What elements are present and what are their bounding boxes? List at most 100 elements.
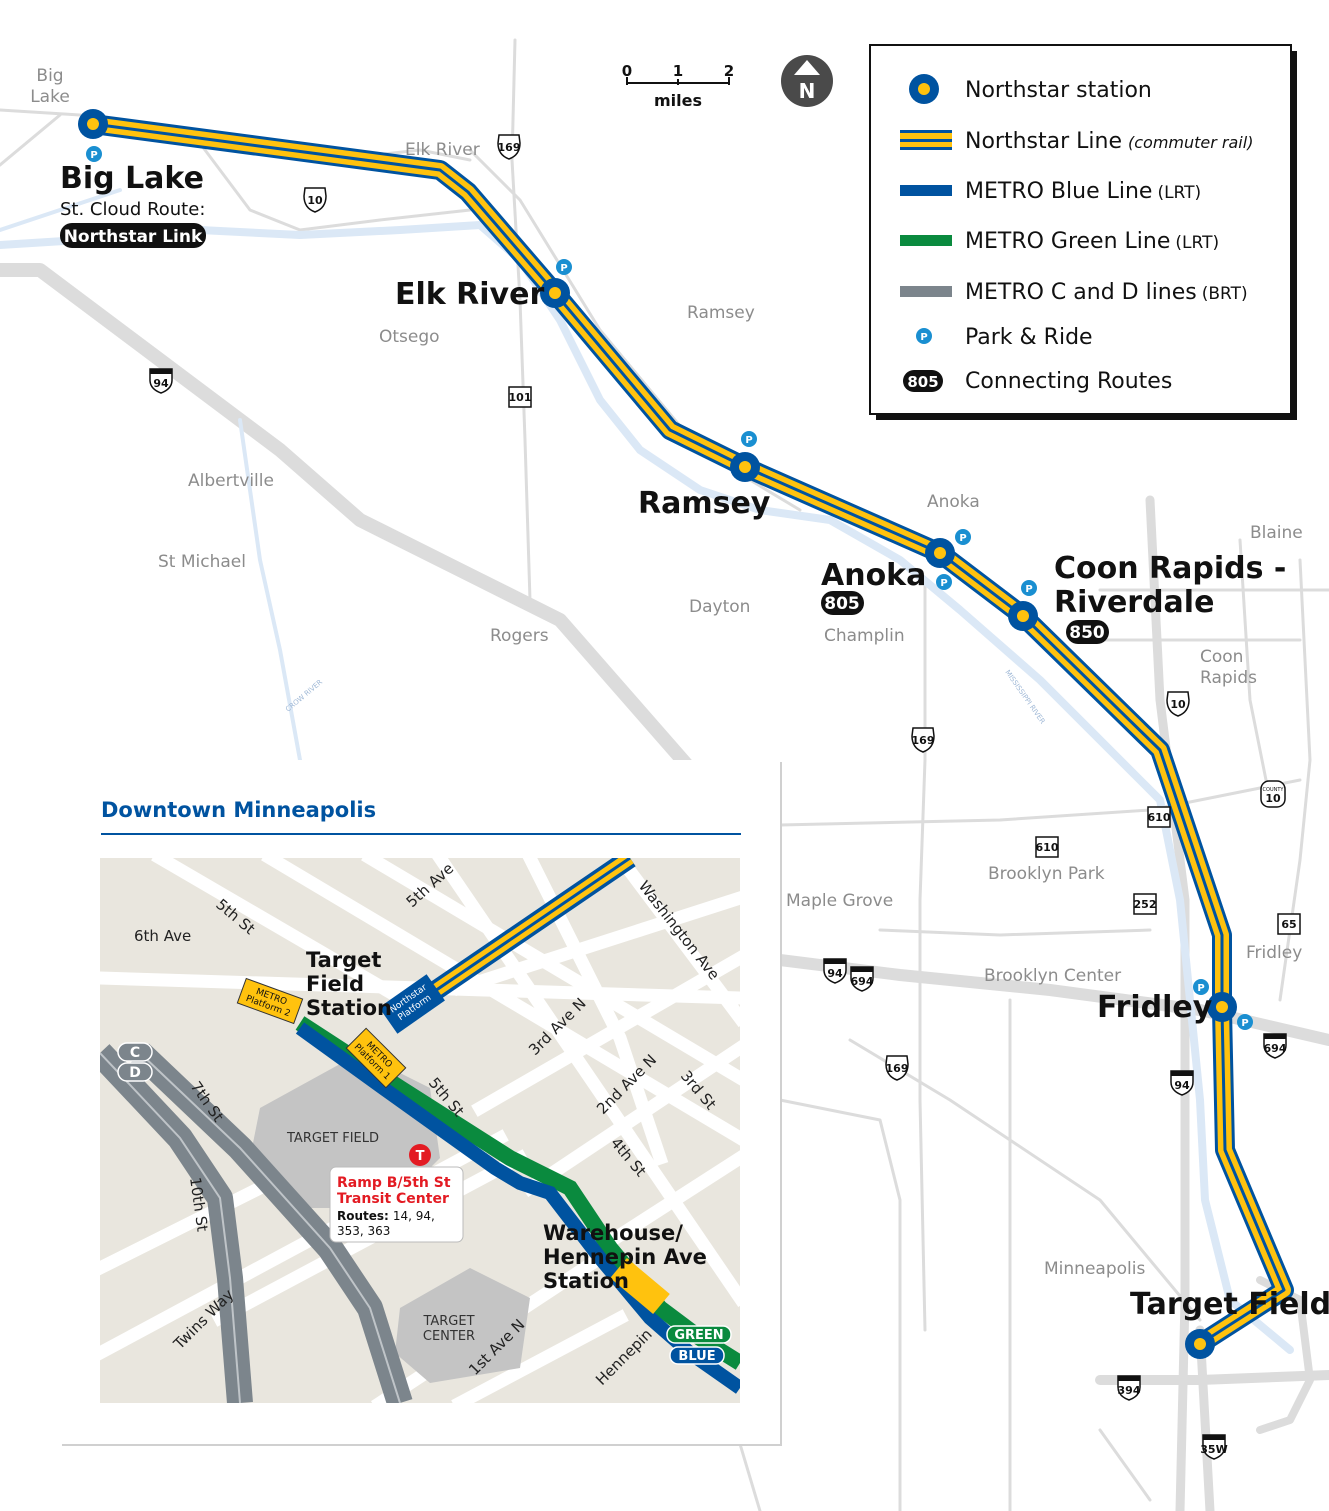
station-ramsey-marker[interactable] xyxy=(730,452,760,482)
legend-cd-icon xyxy=(900,286,952,297)
legend-green-icon xyxy=(900,235,952,246)
park-ride-icon: P xyxy=(1237,1014,1253,1030)
svg-text:35W: 35W xyxy=(1200,1443,1227,1456)
station-fridley-label: Fridley xyxy=(1097,990,1213,1025)
downtown-inset: Downtown Minneapolis xyxy=(60,760,782,1446)
inset-metro-platform-2[interactable]: METRO Platform 2 xyxy=(236,977,304,1025)
shield-county10: COUNTY 10 xyxy=(1260,780,1286,808)
legend-routes-label: Connecting Routes xyxy=(965,369,1172,394)
svg-text:65: 65 xyxy=(1281,918,1296,931)
park-ride-icon: P xyxy=(1021,580,1037,596)
shield-i94b: 94 xyxy=(823,958,847,984)
inset-warehouse-label-3: Station xyxy=(543,1269,629,1293)
station-target-field-marker[interactable] xyxy=(1185,1329,1215,1359)
svg-text:2: 2 xyxy=(724,62,734,80)
park-ride-markers: P P P P P P P P xyxy=(86,146,1253,1030)
legend-park-ride-label: Park & Ride xyxy=(965,325,1093,350)
svg-text:394: 394 xyxy=(1118,1384,1141,1397)
station-coon-rapids-marker[interactable] xyxy=(1008,601,1038,631)
shield-i394: 394 xyxy=(1117,1375,1141,1401)
town-elk-river: Elk River xyxy=(405,140,480,160)
station-big-lake-label: Big Lake xyxy=(60,161,204,196)
town-anoka: Anoka xyxy=(927,492,980,512)
inset-target-center-label-1: TARGET xyxy=(422,1314,474,1329)
inset-warehouse-label-1: Warehouse/ xyxy=(543,1221,683,1245)
svg-text:P: P xyxy=(560,263,567,274)
svg-text:94: 94 xyxy=(1174,1079,1190,1092)
park-ride-icon: P xyxy=(955,529,971,545)
svg-text:Northstar Link: Northstar Link xyxy=(64,227,203,247)
svg-text:610: 610 xyxy=(1148,811,1171,824)
inset-green-badge[interactable]: GREEN xyxy=(666,1325,732,1344)
svg-text:610: 610 xyxy=(1036,841,1059,854)
shield-us10: 10 xyxy=(303,187,327,213)
shield-us169b: 169 xyxy=(911,727,935,753)
route-badge-805[interactable]: 805 xyxy=(821,591,864,615)
svg-text:P: P xyxy=(920,332,927,343)
town-coon-rapids-1: Coon xyxy=(1200,647,1243,667)
station-markers xyxy=(78,109,1237,1359)
svg-text:169: 169 xyxy=(912,734,935,747)
inset-transit-icon: T xyxy=(409,1144,431,1166)
svg-text:C: C xyxy=(130,1045,140,1061)
inset-routes-line-2: 353, 363 xyxy=(337,1224,390,1238)
legend-northstar-icon xyxy=(900,130,952,150)
town-champlin: Champlin xyxy=(824,626,905,646)
town-labels: Big Lake Elk River Otsego Ramsey Albertv… xyxy=(30,66,1303,1279)
shield-hwy610b: 610 xyxy=(1035,836,1059,858)
svg-text:P: P xyxy=(1025,584,1032,595)
inset-brt-c-badge[interactable]: C xyxy=(117,1042,153,1062)
svg-text:P: P xyxy=(959,533,966,544)
station-target-field-label: Target Field xyxy=(1130,1287,1329,1322)
route-badge-850[interactable]: 850 xyxy=(1066,620,1109,644)
station-fridley-marker[interactable] xyxy=(1207,992,1237,1022)
northstar-link-badge[interactable]: Northstar Link xyxy=(60,223,206,248)
inset-target-field-label: TARGET FIELD xyxy=(286,1131,379,1146)
svg-text:10: 10 xyxy=(1265,792,1281,805)
svg-text:COUNTY: COUNTY xyxy=(1263,787,1285,793)
inset-warehouse-platform[interactable] xyxy=(610,1258,670,1314)
svg-text:GREEN: GREEN xyxy=(674,1328,723,1343)
svg-text:P: P xyxy=(90,150,97,161)
park-ride-icon: P xyxy=(86,146,102,162)
station-elk-river-marker[interactable] xyxy=(540,278,570,308)
svg-text:694: 694 xyxy=(1264,1042,1287,1055)
inset-brt-d-badge[interactable]: D xyxy=(117,1062,153,1082)
svg-text:101: 101 xyxy=(509,391,532,404)
inset-title: Downtown Minneapolis xyxy=(101,798,376,822)
inset-street-6th-ave: 6th Ave xyxy=(134,927,191,945)
town-big-lake-2: Lake xyxy=(30,87,70,107)
inset-blue-badge[interactable]: BLUE xyxy=(669,1346,725,1365)
station-coon-rapids-label-1: Coon Rapids - xyxy=(1054,551,1286,586)
svg-text:P: P xyxy=(1197,983,1204,994)
shield-i94: 94 xyxy=(149,368,173,394)
north-arrow-icon: N xyxy=(781,55,833,107)
town-maple-grove: Maple Grove xyxy=(786,891,893,911)
town-dayton: Dayton xyxy=(689,597,750,617)
shield-hwy101: 101 xyxy=(508,386,532,408)
legend-route-badge: 805 xyxy=(903,370,943,392)
legend-cd-label: METRO C and D lines(BRT) xyxy=(965,280,1248,305)
station-anoka-marker[interactable] xyxy=(925,538,955,568)
station-ramsey-label: Ramsey xyxy=(638,486,771,521)
svg-text:P: P xyxy=(940,578,947,589)
station-elk-river-label: Elk River xyxy=(395,277,544,312)
inset-routes-line-1: Routes:14, 94, xyxy=(337,1209,435,1223)
shield-i694b: 694 xyxy=(1263,1033,1287,1059)
town-minneapolis: Minneapolis xyxy=(1044,1259,1145,1279)
station-big-lake-marker[interactable] xyxy=(78,109,108,139)
shield-us10b: 10 xyxy=(1166,691,1190,717)
shield-i694: 694 xyxy=(850,966,874,992)
inset-tfs-label-1: Target xyxy=(306,948,381,972)
svg-text:P: P xyxy=(1241,1018,1248,1029)
svg-text:T: T xyxy=(416,1149,425,1164)
inset-tfs-label-3: Station xyxy=(306,996,392,1020)
svg-text:805: 805 xyxy=(824,594,860,614)
highway-shields: 169 10 94 101 10 COUNTY 10 169 610 610 2… xyxy=(149,134,1301,1460)
park-ride-icon: P xyxy=(936,574,952,590)
legend-green-label: METRO Green Line(LRT) xyxy=(965,229,1219,254)
legend-park-ride-icon: P xyxy=(916,328,932,344)
town-ramsey: Ramsey xyxy=(687,303,755,323)
svg-text:94: 94 xyxy=(827,967,843,980)
